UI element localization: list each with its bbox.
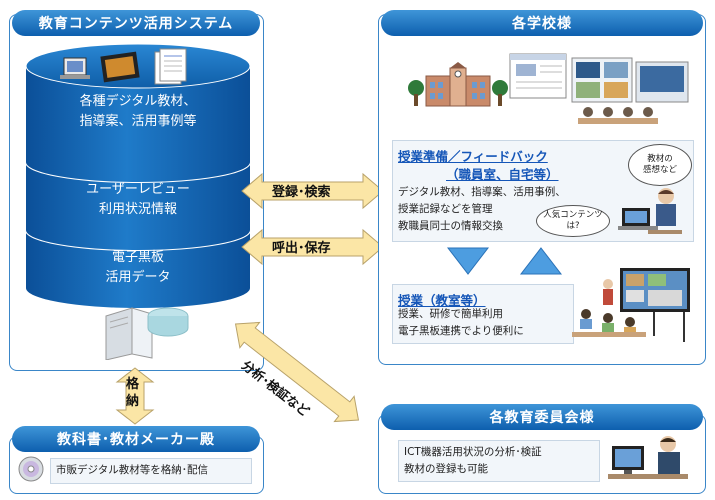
board-body: ICT機器活用状況の分析･検証 教材の登録も可能 — [404, 446, 542, 475]
class-heading: 授業（教室等） — [398, 293, 486, 308]
schools-title: 各学校様 — [381, 10, 703, 36]
class-body: 授業、研修で簡単利用 電子黒板連携でより便利に — [398, 308, 524, 337]
store-arrow — [115, 367, 155, 425]
popular-bubble: 人気コンテンツは? — [536, 205, 610, 237]
whiteboard-classroom-icon — [572, 268, 690, 342]
class-box — [392, 284, 574, 344]
layer-whiteboard-text: 電子黒板 活用データ — [105, 250, 171, 285]
register-search-label: 登録･検索 — [272, 185, 331, 200]
system-title: 教育コンテンツ活用システム — [12, 10, 260, 36]
analysis-arrow — [234, 321, 360, 423]
maker-title: 教科書･教材メーカー殿 — [12, 426, 260, 452]
feedback-bubble: 教材の感想など — [628, 144, 692, 186]
recall-save-label: 呼出･保存 — [272, 241, 331, 256]
disc-icon — [18, 456, 44, 482]
school-building-icon — [408, 62, 508, 107]
officer-desk-icon — [608, 436, 688, 479]
digital-media-icons — [60, 48, 187, 85]
maker-body: 市販デジタル教材等を格納･配信 — [56, 464, 209, 476]
down-triangle-icon — [446, 247, 490, 275]
prep-body: デジタル教材、指導案、活用事例、 授業記録などを管理 教職員同士の情報交換 — [398, 186, 566, 232]
server-icon — [105, 307, 189, 360]
layer-review-text: ユーザーレビュー 利用状況情報 — [86, 182, 190, 217]
board-text-box — [398, 440, 600, 482]
maker-text-box — [50, 458, 252, 484]
store-label: 格納 — [126, 377, 140, 409]
board-title: 各教育委員会様 — [381, 404, 703, 430]
prep-heading: 授業準備／フィードバック — [398, 149, 548, 164]
prep-heading-place: （職員室、自宅等） — [446, 167, 559, 182]
screens-illustration — [509, 53, 689, 124]
teacher-laptop-icon — [618, 188, 682, 234]
layer-contents-text: 各種デジタル教材、 指導案、活用事例等 — [79, 94, 197, 129]
up-triangle-icon — [519, 247, 563, 275]
